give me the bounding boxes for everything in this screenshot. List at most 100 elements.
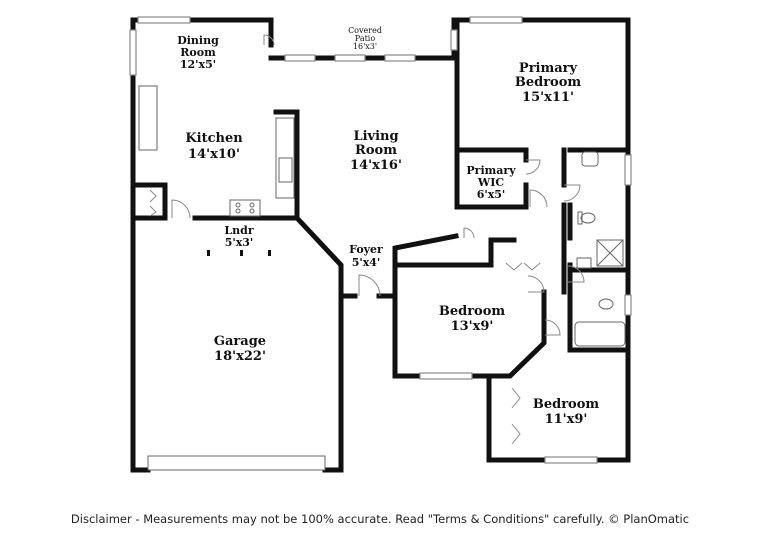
kitchen-counter-left	[138, 85, 158, 151]
window-dining-top	[137, 16, 191, 24]
shower-icon	[596, 239, 624, 267]
svg-text:Room: Room	[355, 143, 397, 158]
door-bedroom2	[527, 275, 545, 293]
wall-bedroom2-top	[395, 237, 517, 268]
laundry-markers	[207, 250, 271, 256]
room-labels: Dining Room 12'x5' Covered Patio 16'x3' …	[177, 26, 599, 427]
svg-text:Foyer: Foyer	[349, 243, 383, 256]
svg-text:Primary: Primary	[519, 61, 578, 76]
bathtub-icon	[574, 321, 626, 347]
patio-label-1: Covered	[348, 26, 382, 35]
door-laundry	[171, 199, 191, 219]
window-bedroom2-bottom	[419, 372, 473, 380]
sink-icon	[278, 157, 293, 183]
wall-primary-bottom	[454, 147, 529, 163]
bedroom3-label: Bedroom	[533, 397, 600, 412]
svg-text:Bedroom: Bedroom	[515, 75, 582, 90]
kitchen-counter-right	[275, 117, 295, 199]
bedroom2-dim: 13'x9'	[451, 319, 494, 334]
window-patio-2	[334, 54, 366, 62]
door-patio	[263, 34, 275, 46]
living-dim: 14'x16'	[350, 158, 402, 173]
laundry-label: Lndr	[224, 224, 253, 237]
primary-bedroom-dim: 15'x11'	[522, 90, 574, 105]
bedroom3-dim: 11'x9'	[545, 412, 588, 427]
svg-text:Room: Room	[180, 46, 216, 59]
toilet2-icon	[598, 298, 614, 310]
window-dining-left	[129, 29, 137, 76]
living-label-2: Room	[355, 143, 397, 158]
fixtures	[138, 85, 626, 347]
doors	[149, 34, 585, 445]
kitchen-dim: 14'x10'	[188, 147, 240, 162]
door-front	[358, 274, 381, 297]
garage-door	[147, 455, 326, 471]
primary-bedroom-label-2: Bedroom	[515, 75, 582, 90]
patio-label-2: Patio	[355, 34, 376, 43]
wall-laundry-side	[135, 182, 168, 221]
svg-text:12'x5': 12'x5'	[180, 58, 216, 71]
door-primary	[529, 189, 548, 208]
wall-hall	[567, 202, 631, 353]
svg-text:Garage: Garage	[214, 334, 266, 349]
closet-door-1	[505, 262, 541, 271]
window-bath2-right	[624, 294, 632, 316]
window-patio-3	[384, 54, 416, 62]
svg-text:5'x3': 5'x3'	[225, 236, 254, 249]
wall-bedroom2-left	[392, 233, 459, 379]
door-bath	[563, 184, 581, 202]
svg-text:11'x9': 11'x9'	[545, 412, 588, 427]
wic-dim: 6'x5'	[477, 188, 506, 201]
wall-bedroom2	[486, 289, 547, 379]
disclaimer-text: Disclaimer - Measurements may not be 100…	[70, 512, 690, 526]
kitchen-label: Kitchen	[185, 131, 243, 146]
toilet-icon	[580, 212, 596, 224]
laundry-dim: 5'x3'	[225, 236, 254, 249]
dining-dim: 12'x5'	[180, 58, 216, 71]
svg-text:Living: Living	[353, 129, 398, 144]
svg-text:16'x3': 16'x3'	[353, 42, 377, 51]
living-label-1: Living	[353, 129, 398, 144]
svg-text:WIC: WIC	[477, 176, 504, 189]
primary-bedroom-label-1: Primary	[519, 61, 578, 76]
door-bath2	[567, 265, 585, 283]
patio-dim: 16'x3'	[353, 42, 377, 51]
svg-text:Lndr: Lndr	[224, 224, 253, 237]
wic-label-2: WIC	[477, 176, 504, 189]
wall-garage-right	[293, 214, 344, 473]
svg-text:Covered: Covered	[348, 26, 382, 35]
wic-label-1: Primary	[466, 164, 516, 177]
closet-door-2	[511, 387, 521, 445]
window-bedroom3-bottom	[544, 456, 598, 464]
svg-text:Primary: Primary	[466, 164, 516, 177]
bath-sink-icon	[581, 151, 599, 167]
stove-icon	[229, 199, 261, 217]
garage-label: Garage	[214, 334, 266, 349]
svg-text:6'x5': 6'x5'	[477, 188, 506, 201]
svg-text:15'x11': 15'x11'	[522, 90, 574, 105]
svg-text:Dining: Dining	[177, 34, 219, 47]
wall-wic-bottom	[454, 182, 529, 210]
dining-label-1: Dining	[177, 34, 219, 47]
wall-kitchen	[273, 109, 300, 221]
svg-text:13'x9': 13'x9'	[451, 319, 494, 334]
door-wic	[525, 159, 541, 175]
svg-text:18'x22': 18'x22'	[214, 349, 266, 364]
svg-text:Kitchen: Kitchen	[185, 131, 243, 146]
garage-dim: 18'x22'	[214, 349, 266, 364]
door-hall	[463, 227, 475, 239]
svg-text:5'x4': 5'x4'	[352, 256, 381, 269]
svg-text:14'x16': 14'x16'	[350, 158, 402, 173]
svg-text:Bedroom: Bedroom	[533, 397, 600, 412]
windows	[129, 16, 632, 464]
foyer-label: Foyer	[349, 243, 383, 256]
svg-text:Patio: Patio	[355, 34, 376, 43]
window-patio-1	[284, 54, 316, 62]
door-bedroom3	[544, 319, 561, 336]
dining-label-2: Room	[180, 46, 216, 59]
window-bath-right	[624, 154, 632, 186]
bedroom2-label: Bedroom	[439, 304, 506, 319]
window-primary-top	[469, 16, 523, 24]
window-patio-door	[450, 29, 458, 51]
